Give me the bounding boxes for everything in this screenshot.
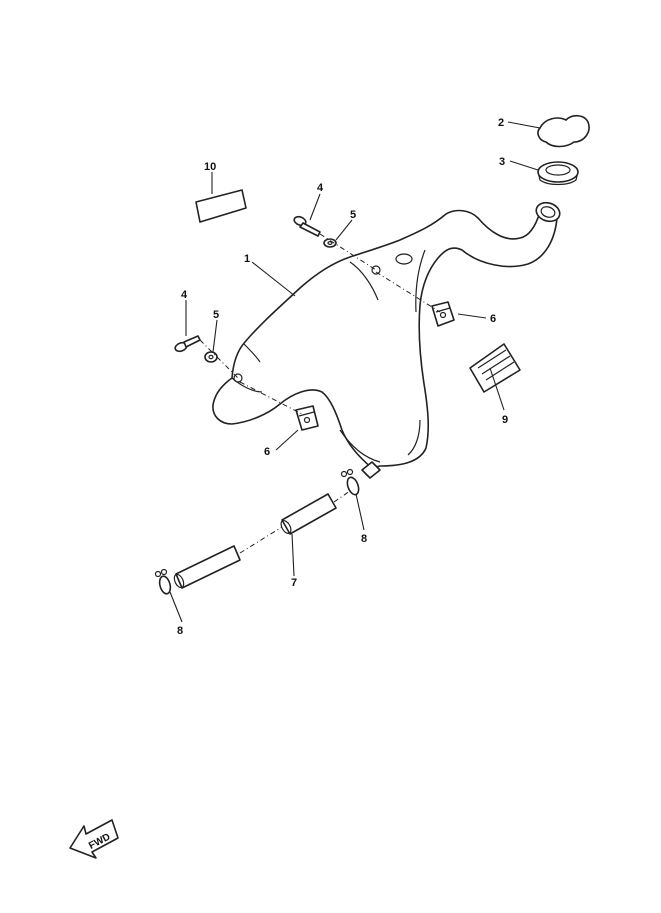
- clip-lower: [154, 568, 172, 595]
- forward-arrow-icon: FWD: [69, 819, 119, 859]
- hose-upper: [280, 493, 337, 535]
- callout-3: 3: [499, 156, 505, 168]
- callout-4-lower: 4: [181, 289, 188, 301]
- callout-10: 10: [204, 161, 216, 173]
- label-right: [469, 343, 521, 393]
- callout-6-right: 6: [490, 313, 496, 325]
- bolt-lower: [174, 335, 201, 353]
- callout-4-upper: 4: [317, 182, 324, 194]
- washer-upper: [323, 238, 337, 248]
- callout-8-lower: 8: [177, 625, 183, 637]
- damper-left: [295, 405, 319, 431]
- clip-upper: [340, 468, 360, 496]
- callout-5-lower: 5: [213, 309, 219, 321]
- callout-7: 7: [291, 577, 297, 589]
- seal-ring: [537, 161, 579, 186]
- callout-1: 1: [244, 253, 250, 265]
- callout-6-left: 6: [264, 446, 270, 458]
- label-left: [195, 189, 247, 223]
- callout-5-upper: 5: [350, 209, 356, 221]
- tank-body: [212, 201, 561, 479]
- hose-lower: [173, 545, 241, 589]
- callout-9: 9: [502, 414, 508, 426]
- callout-8-upper: 8: [361, 533, 367, 545]
- washer-lower: [204, 351, 218, 363]
- tank-cap: [537, 114, 590, 148]
- bolt-upper: [293, 215, 321, 237]
- damper-right: [431, 301, 455, 327]
- callout-2: 2: [498, 117, 504, 129]
